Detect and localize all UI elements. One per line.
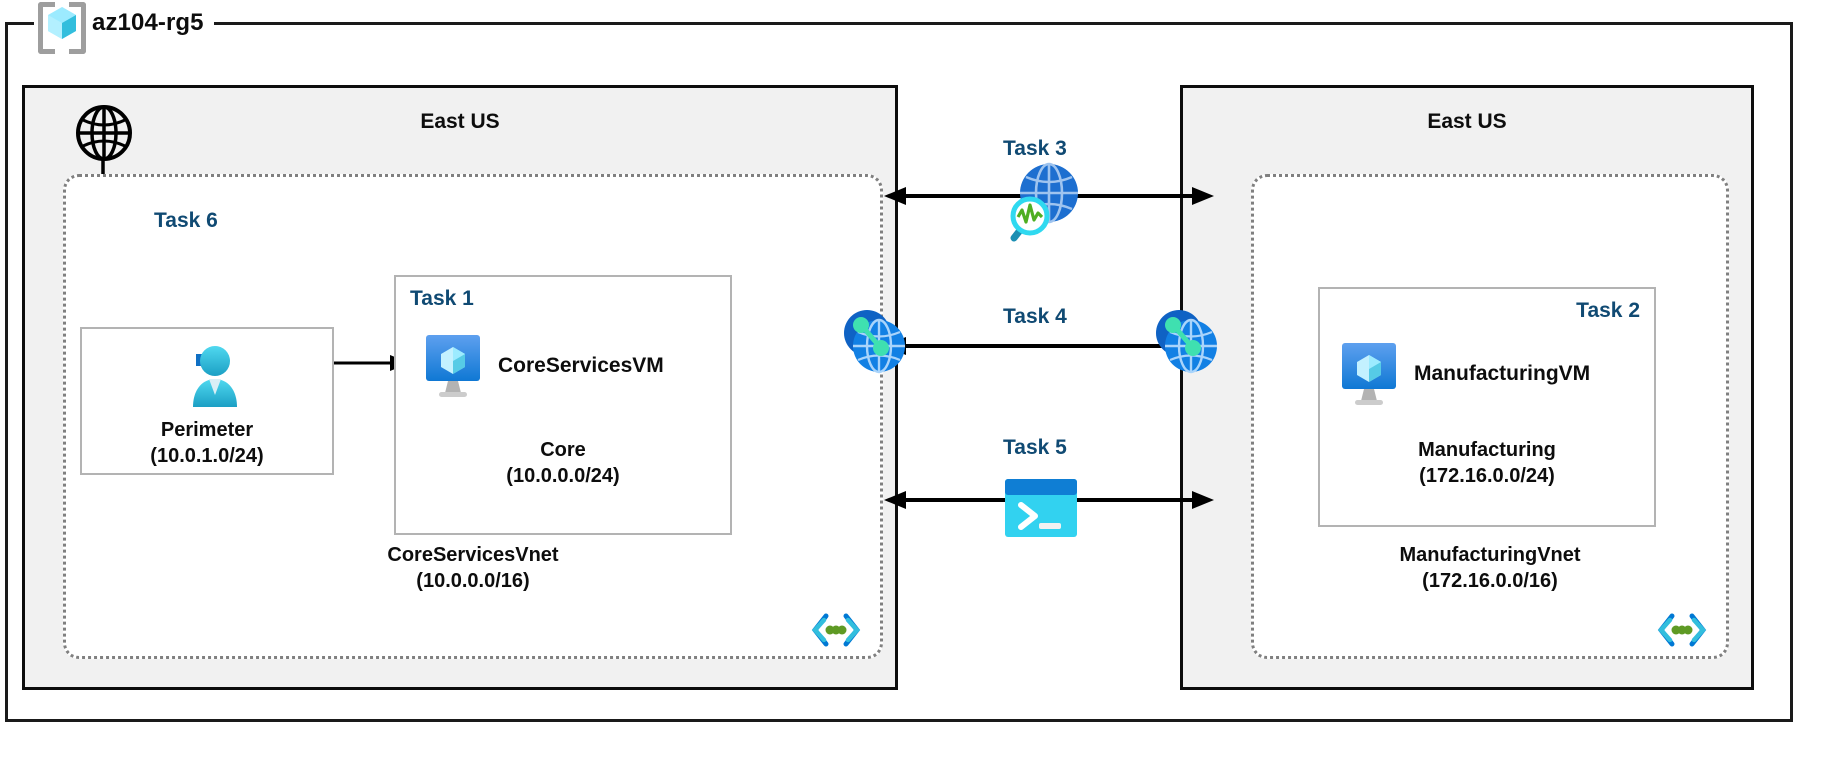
subnet-group-icon [810,610,862,650]
resource-group-name: az104-rg5 [92,9,204,36]
cloud-shell-icon [1003,477,1079,539]
task-label-task3: Task 3 [1003,137,1067,160]
vnet-peering-icon [1150,305,1224,379]
vnet-coreservices: CoreServicesVnet (10.0.0.0/16) Task 6 [63,174,883,659]
vnet-manufacturing: ManufacturingVnet (172.16.0.0/16) Task 2 [1251,174,1729,659]
vnet-manufacturing-name: ManufacturingVnet (172.16.0.0/16) [1399,544,1581,592]
resource-group-frame [5,22,1793,722]
resource-group-cube-icon [38,0,86,54]
vm-manufacturingvm: ManufacturingVM [1338,341,1590,407]
virtual-machine-icon [1338,341,1400,407]
task-label-task5: Task 5 [1003,436,1067,459]
network-watcher-icon [1000,160,1084,246]
region-panel-east-us-left: East US CoreServicesVnet (10.0.0. [22,85,898,690]
resource-group-label: az104-rg5 [34,0,214,54]
region-title-right: East US [1427,110,1507,133]
vm-coreservicesvm: CoreServicesVM [422,333,664,399]
virtual-machine-icon [422,333,484,399]
vm-coreservicesvm-label: CoreServicesVM [498,354,664,377]
subnet-group-icon [1656,610,1708,650]
bastion-user-icon [165,339,249,415]
subnet-perimeter: Perimeter (10.0.1.0/24) [80,327,334,475]
subnet-core: Task 1 [394,275,732,535]
region-panel-east-us-right: East US ManufacturingVnet (172.16.0.0/16… [1180,85,1754,690]
globe-internet-icon [75,104,133,162]
task-label-task6: Task 6 [154,209,218,232]
region-title-left: East US [420,110,500,133]
subnet-manufacturing: Task 2 [1318,287,1656,527]
vnet-coreservices-name: CoreServicesVnet (10.0.0.0/16) [387,544,559,592]
vm-manufacturingvm-label: ManufacturingVM [1414,362,1591,385]
subnet-manufacturing-caption: Manufacturing (172.16.0.0/24) [1418,439,1556,488]
subnet-core-caption: Core (10.0.0.0/24) [506,439,620,488]
subnet-perimeter-caption: Perimeter (10.0.1.0/24) [150,419,264,468]
task-label-task1: Task 1 [410,287,474,310]
task-label-task2: Task 2 [1576,299,1640,322]
task-label-task4: Task 4 [1003,305,1067,328]
vnet-peering-icon [838,305,912,379]
